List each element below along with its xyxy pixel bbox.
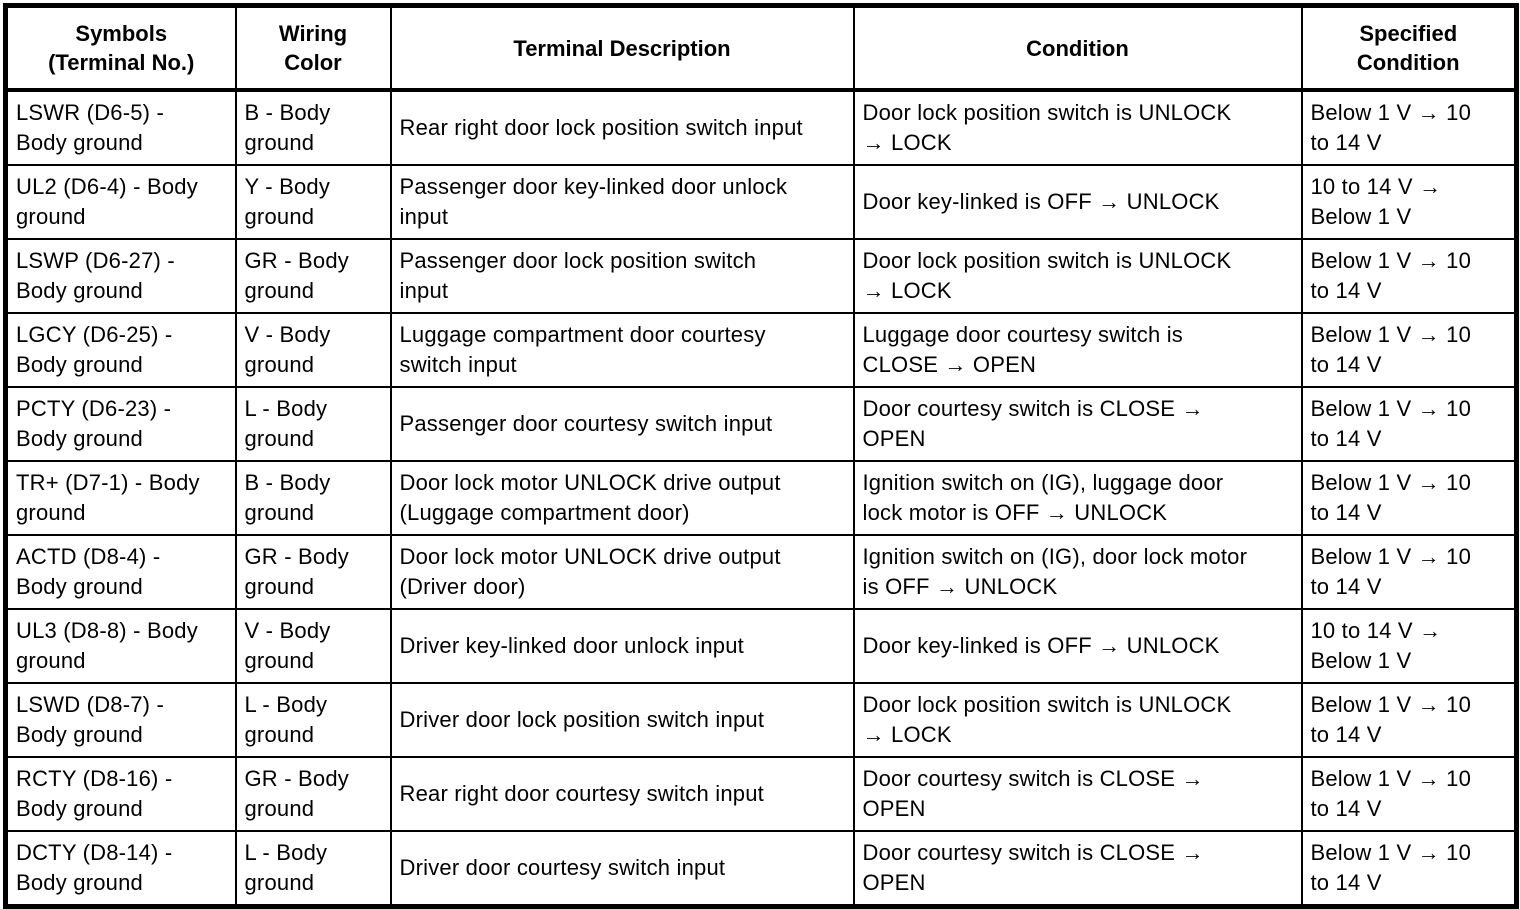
cell-specified-condition: Below 1 V → 10 to 14 V: [1300, 682, 1518, 758]
cell-condition: Door lock position switch is UNLOCK → LO…: [852, 238, 1303, 314]
cell-terminal-description: Driver door lock position switch input: [389, 682, 855, 758]
cell-symbol: LSWP (D6-27) - Body ground: [4, 238, 237, 314]
table-row: LSWD (D8-7) - Body ground L - Body groun…: [4, 682, 1518, 758]
cell-wiring-color: B - Body ground: [234, 89, 392, 166]
cell-terminal-description: Passenger door lock position switch inpu…: [389, 238, 855, 314]
table-row: UL2 (D6-4) - Body ground Y - Body ground…: [4, 164, 1518, 240]
cell-symbol: LSWR (D6-5) - Body ground: [4, 89, 237, 166]
cell-symbol: RCTY (D8-16) - Body ground: [4, 756, 237, 832]
cell-wiring-color: V - Body ground: [234, 608, 392, 684]
cell-wiring-color: GR - Body ground: [234, 756, 392, 832]
cell-terminal-description: Driver key-linked door unlock input: [389, 608, 855, 684]
table-row: LSWR (D6-5) - Body ground B - Body groun…: [4, 89, 1518, 166]
cell-terminal-description: Rear right door courtesy switch input: [389, 756, 855, 832]
cell-specified-condition: Below 1 V → 10 to 14 V: [1300, 312, 1518, 388]
terminal-table: Symbols (Terminal No.) Wiring Color Term…: [3, 3, 1519, 909]
cell-symbol: UL2 (D6-4) - Body ground: [4, 164, 237, 240]
cell-specified-condition: Below 1 V → 10 to 14 V: [1300, 238, 1518, 314]
cell-specified-condition: Below 1 V → 10 to 14 V: [1300, 460, 1518, 536]
cell-specified-condition: Below 1 V → 10 to 14 V: [1300, 830, 1518, 908]
cell-symbol: TR+ (D7-1) - Body ground: [4, 460, 237, 536]
column-header-specified-condition: Specified Condition: [1300, 4, 1518, 92]
cell-condition: Door courtesy switch is CLOSE → OPEN: [852, 756, 1303, 832]
cell-terminal-description: Door lock motor UNLOCK drive output (Lug…: [389, 460, 855, 536]
cell-symbol: LGCY (D6-25) - Body ground: [4, 312, 237, 388]
cell-condition: Luggage door courtesy switch is CLOSE → …: [852, 312, 1303, 388]
cell-symbol: PCTY (D6-23) - Body ground: [4, 386, 237, 462]
cell-terminal-description: Driver door courtesy switch input: [389, 830, 855, 908]
cell-symbol: ACTD (D8-4) - Body ground: [4, 534, 237, 610]
cell-wiring-color: V - Body ground: [234, 312, 392, 388]
page: Symbols (Terminal No.) Wiring Color Term…: [3, 3, 1519, 909]
cell-terminal-description: Passenger door key-linked door unlock in…: [389, 164, 855, 240]
cell-condition: Ignition switch on (IG), luggage door lo…: [852, 460, 1303, 536]
table-row: LGCY (D6-25) - Body ground V - Body grou…: [4, 312, 1518, 388]
cell-specified-condition: 10 to 14 V → Below 1 V: [1300, 164, 1518, 240]
cell-wiring-color: L - Body ground: [234, 682, 392, 758]
cell-wiring-color: GR - Body ground: [234, 238, 392, 314]
table-row: PCTY (D6-23) - Body ground L - Body grou…: [4, 386, 1518, 462]
cell-symbol: UL3 (D8-8) - Body ground: [4, 608, 237, 684]
cell-wiring-color: L - Body ground: [234, 386, 392, 462]
column-header-condition: Condition: [852, 4, 1303, 92]
cell-terminal-description: Passenger door courtesy switch input: [389, 386, 855, 462]
table-row: RCTY (D8-16) - Body ground GR - Body gro…: [4, 756, 1518, 832]
table-row: UL3 (D8-8) - Body ground V - Body ground…: [4, 608, 1518, 684]
cell-terminal-description: Rear right door lock position switch inp…: [389, 89, 855, 166]
cell-wiring-color: GR - Body ground: [234, 534, 392, 610]
cell-specified-condition: Below 1 V → 10 to 14 V: [1300, 89, 1518, 166]
cell-specified-condition: Below 1 V → 10 to 14 V: [1300, 386, 1518, 462]
column-header-terminal-description: Terminal Description: [389, 4, 855, 92]
cell-condition: Door key-linked is OFF → UNLOCK: [852, 164, 1303, 240]
table-row: TR+ (D7-1) - Body ground B - Body ground…: [4, 460, 1518, 536]
cell-condition: Door key-linked is OFF → UNLOCK: [852, 608, 1303, 684]
cell-symbol: DCTY (D8-14) - Body ground: [4, 830, 237, 908]
cell-symbol: LSWD (D8-7) - Body ground: [4, 682, 237, 758]
cell-specified-condition: 10 to 14 V → Below 1 V: [1300, 608, 1518, 684]
cell-wiring-color: B - Body ground: [234, 460, 392, 536]
cell-terminal-description: Door lock motor UNLOCK drive output (Dri…: [389, 534, 855, 610]
column-header-symbols: Symbols (Terminal No.): [4, 4, 237, 92]
cell-condition: Door courtesy switch is CLOSE → OPEN: [852, 386, 1303, 462]
cell-condition: Door lock position switch is UNLOCK → LO…: [852, 682, 1303, 758]
cell-condition: Door courtesy switch is CLOSE → OPEN: [852, 830, 1303, 908]
header-row: Symbols (Terminal No.) Wiring Color Term…: [4, 4, 1518, 92]
table-row: ACTD (D8-4) - Body ground GR - Body grou…: [4, 534, 1518, 610]
table-row: LSWP (D6-27) - Body ground GR - Body gro…: [4, 238, 1518, 314]
cell-terminal-description: Luggage compartment door courtesy switch…: [389, 312, 855, 388]
cell-specified-condition: Below 1 V → 10 to 14 V: [1300, 534, 1518, 610]
cell-wiring-color: L - Body ground: [234, 830, 392, 908]
cell-specified-condition: Below 1 V → 10 to 14 V: [1300, 756, 1518, 832]
cell-wiring-color: Y - Body ground: [234, 164, 392, 240]
cell-condition: Ignition switch on (IG), door lock motor…: [852, 534, 1303, 610]
cell-condition: Door lock position switch is UNLOCK → LO…: [852, 89, 1303, 166]
column-header-wiring-color: Wiring Color: [234, 4, 392, 92]
table-row: DCTY (D8-14) - Body ground L - Body grou…: [4, 830, 1518, 908]
